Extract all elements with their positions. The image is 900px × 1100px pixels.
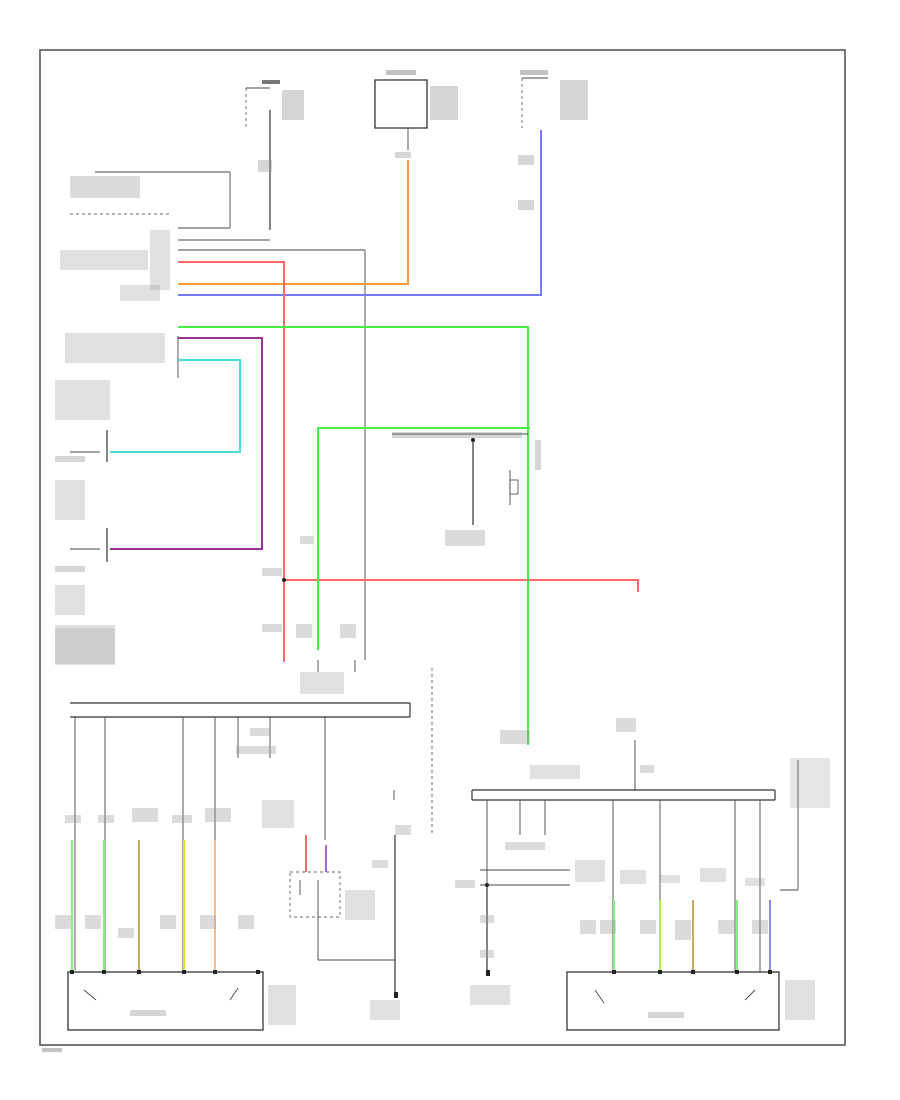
switch-left-upper	[55, 430, 108, 520]
relay-middle	[392, 432, 541, 546]
module-connector-top	[60, 171, 366, 660]
right-switch-module	[455, 718, 830, 972]
splice-dot-3	[485, 883, 489, 887]
left-door-lock-switch	[67, 970, 296, 1031]
ground-right	[470, 885, 510, 1005]
source-box-center	[374, 70, 458, 158]
source-box-right	[518, 70, 588, 210]
module-connector-middle	[55, 333, 179, 420]
right-door-lock-switch	[566, 970, 815, 1031]
wire-red	[178, 261, 285, 662]
wire-orange	[178, 160, 409, 285]
splice-dot-1	[282, 578, 286, 582]
wire-green	[178, 326, 529, 745]
wire-purple	[110, 337, 263, 550]
wire-green-2	[317, 427, 530, 650]
wire-cyan	[110, 359, 241, 453]
diagram-border	[39, 49, 846, 1046]
splice-dot-2	[471, 438, 475, 442]
door-lock-actuator-left	[289, 825, 411, 1020]
wire-blue	[178, 130, 542, 296]
wire-red-branch	[284, 579, 639, 592]
switch-left-lower	[55, 528, 115, 665]
source-box-left	[245, 80, 304, 230]
